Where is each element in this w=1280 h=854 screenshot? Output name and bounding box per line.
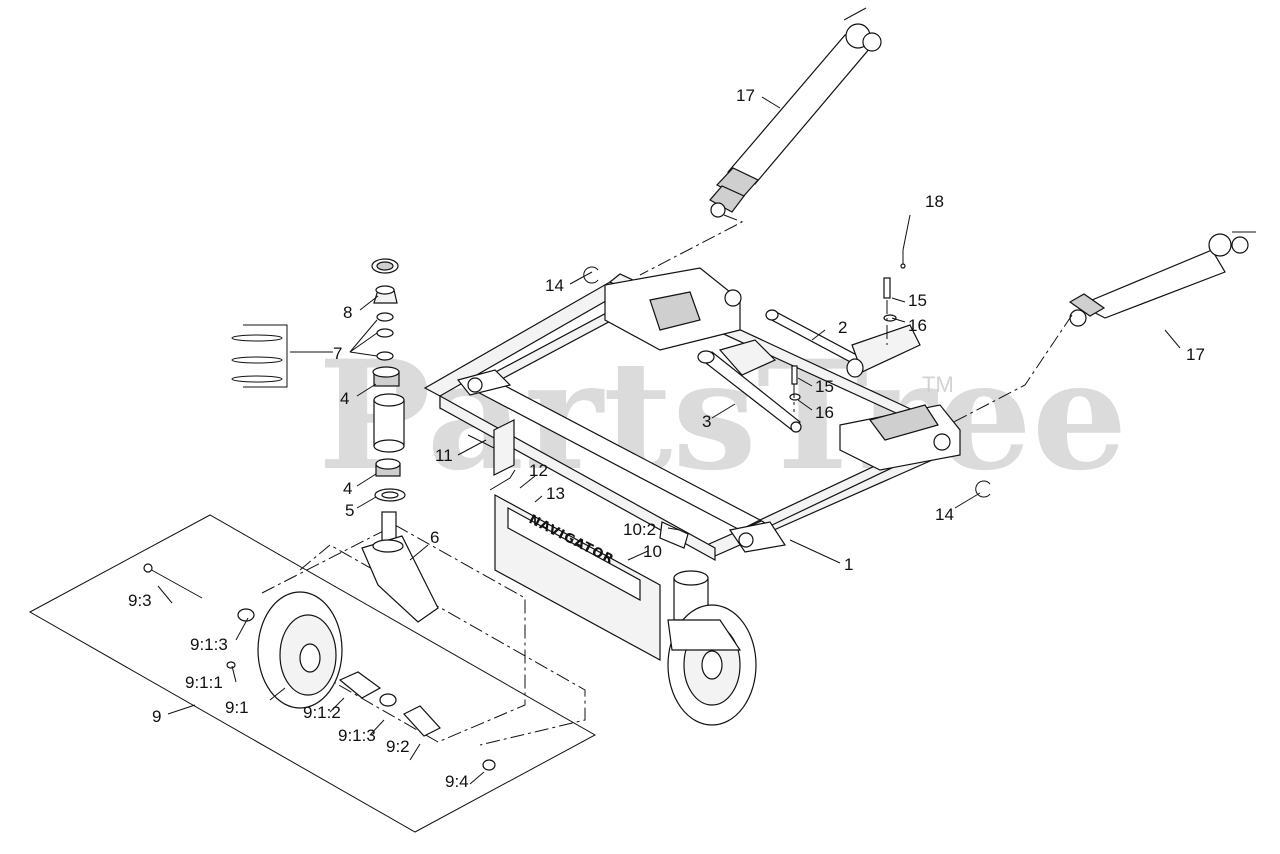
wheel-assembly bbox=[143, 563, 496, 771]
label-4-lower: 4 bbox=[343, 479, 352, 498]
hydraulic-cylinder-right bbox=[1068, 231, 1256, 327]
cylinder-top-dashed-link bbox=[639, 214, 744, 276]
decal-bracket-lines bbox=[489, 469, 516, 491]
label-9-1-3-upper: 9:1:3 bbox=[190, 635, 228, 654]
label-9-4: 9:4 bbox=[445, 772, 469, 791]
label-7: 7 bbox=[333, 344, 342, 363]
leader-lines bbox=[157, 96, 1181, 785]
label-1: 1 bbox=[844, 555, 853, 574]
pin-15-16-lower bbox=[789, 365, 801, 412]
pin-15-16-upper bbox=[883, 250, 906, 345]
label-6: 6 bbox=[430, 528, 439, 547]
label-9: 9 bbox=[152, 707, 161, 726]
label-15-lower: 15 bbox=[815, 377, 834, 396]
watermark-text: PartsTree bbox=[318, 328, 1127, 504]
label-16-lower: 16 bbox=[815, 403, 834, 422]
wheel-hardware-dashed-box-2 bbox=[299, 544, 586, 746]
label-9-1-1: 9:1:1 bbox=[185, 673, 223, 692]
washer-key-icons bbox=[231, 324, 288, 388]
label-9-1-3-lower: 9:1:3 bbox=[338, 726, 376, 745]
label-17-top: 17 bbox=[736, 86, 755, 105]
pivot-pin-2 bbox=[765, 309, 921, 378]
bracket-11 bbox=[493, 419, 515, 476]
label-8: 8 bbox=[343, 303, 352, 322]
label-11: 11 bbox=[435, 446, 453, 465]
watermark-trademark: TM bbox=[922, 372, 954, 397]
cylinder-right-dashed-link bbox=[947, 314, 1073, 426]
label-9-2: 9:2 bbox=[386, 737, 410, 756]
hydraulic-cylinder-top bbox=[709, 7, 882, 218]
wheel-assembly-outline bbox=[28, 514, 597, 833]
label-18: 18 bbox=[925, 192, 944, 211]
label-9-1-2: 9:1:2 bbox=[303, 703, 341, 722]
caster-stack bbox=[361, 258, 439, 623]
label-2: 2 bbox=[838, 318, 847, 337]
label-10: 10 bbox=[643, 542, 662, 561]
label-14-right: 14 bbox=[935, 505, 954, 524]
label-9-3: 9:3 bbox=[128, 591, 152, 610]
bolt-11 bbox=[467, 434, 495, 449]
label-15-upper: 15 bbox=[908, 291, 927, 310]
label-12: 12 bbox=[529, 461, 548, 480]
label-17-right: 17 bbox=[1186, 345, 1205, 364]
label-13: 13 bbox=[546, 484, 565, 503]
label-4-upper: 4 bbox=[340, 389, 349, 408]
pivot-pin-3 bbox=[697, 339, 802, 433]
e-clip-right bbox=[975, 480, 991, 498]
label-9-1: 9:1 bbox=[225, 698, 249, 717]
label-16-upper: 16 bbox=[908, 316, 927, 335]
e-clip-left bbox=[583, 266, 599, 284]
label-3: 3 bbox=[702, 412, 711, 431]
decal-plate: NAVIGATOR bbox=[494, 493, 661, 662]
label-5: 5 bbox=[345, 501, 354, 520]
label-14-left: 14 bbox=[545, 276, 564, 295]
label-10-2: 10:2 bbox=[623, 520, 656, 539]
